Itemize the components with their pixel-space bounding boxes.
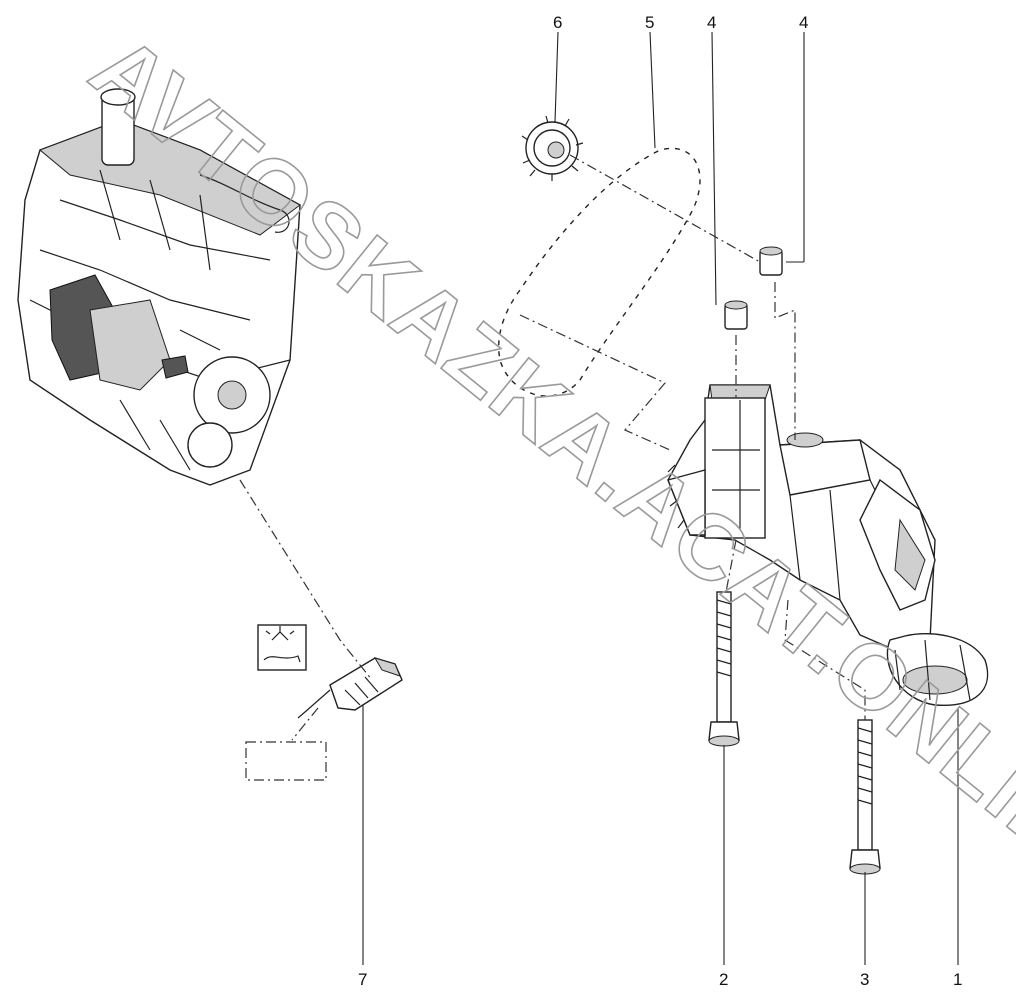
engine-block [17, 88, 301, 486]
sprocket [521, 115, 584, 181]
oil-pressure-sensor [297, 657, 403, 719]
callout-6: 6 [553, 13, 562, 32]
callout-7: 7 [358, 970, 367, 989]
bush-left [724, 300, 748, 330]
bush-right [759, 246, 783, 276]
warning-symbol-box [257, 624, 307, 671]
callout-5: 5 [645, 13, 654, 32]
leader-lines [362, 31, 959, 965]
dashed-center-lines [239, 154, 866, 741]
callout-4-left: 4 [707, 13, 716, 32]
callout-2: 2 [719, 970, 728, 989]
callout-4-right: 4 [799, 13, 808, 32]
callout-3: 3 [860, 970, 869, 989]
dashed-placeholder-box [245, 741, 327, 781]
oil-pump-assembly [667, 384, 989, 706]
bolt-short [849, 719, 881, 875]
timing-chain [496, 146, 702, 398]
callout-1: 1 [953, 970, 962, 989]
